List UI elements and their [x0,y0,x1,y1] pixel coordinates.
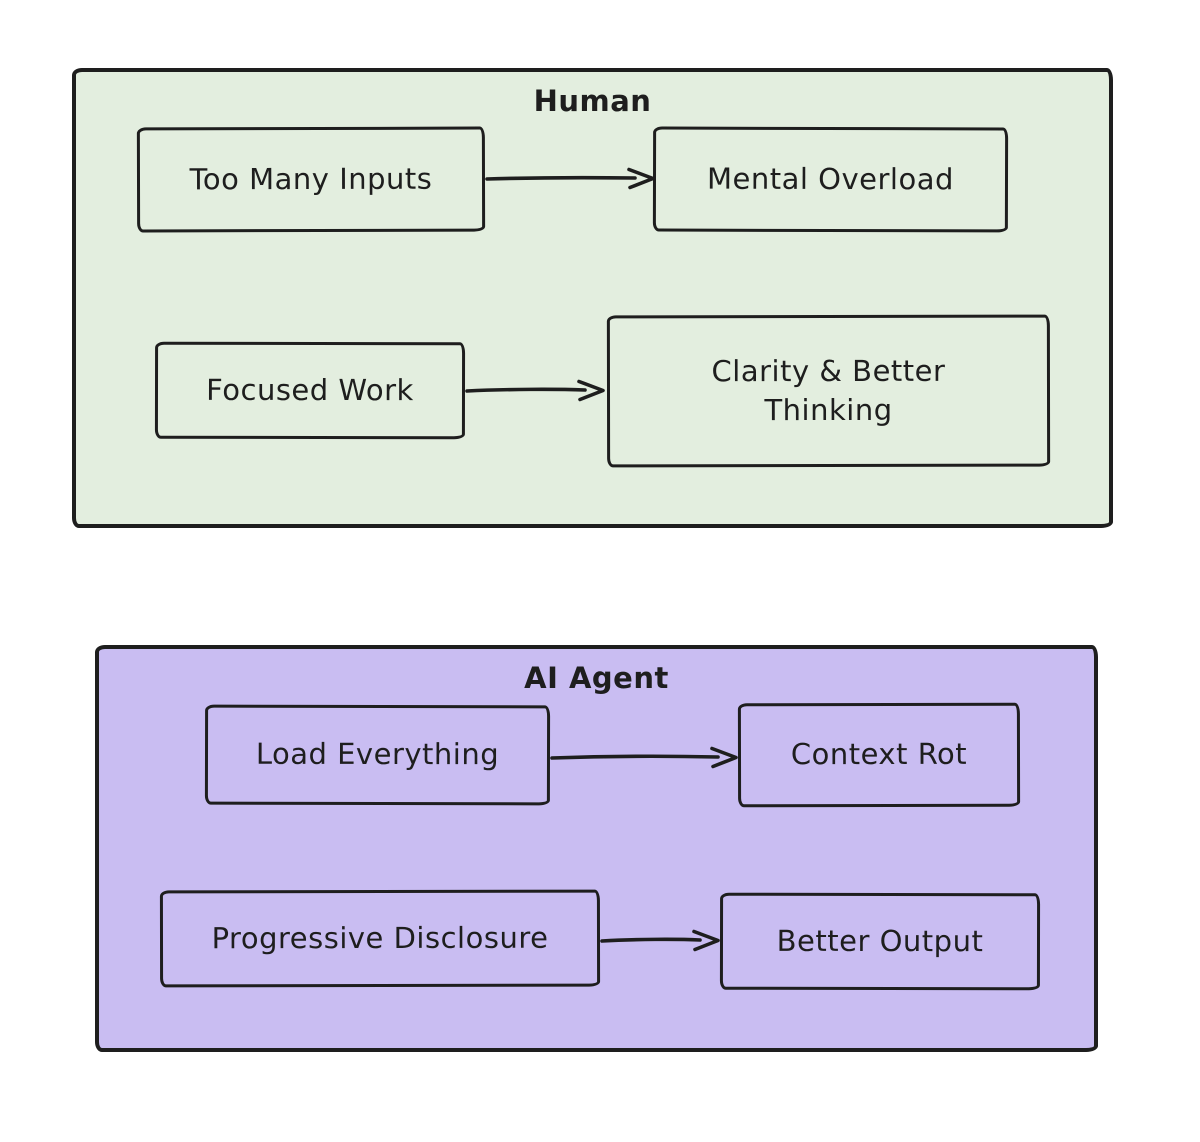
node-mental-overload-label: Mental Overload [707,161,954,197]
section-ai-agent-title: AI Agent [524,661,669,695]
node-load-everything-label: Load Everything [255,737,500,772]
node-progressive-disclosure-label: Progressive Disclosure [211,920,549,956]
node-clarity-better-thinking-label: Clarity & Better Thinking [711,353,946,428]
arrow-right-icon [600,929,720,952]
node-focused-work-label: Focused Work [206,372,414,408]
node-load-everything: Load Everything [204,704,551,806]
node-clarity-better-thinking: Clarity & Better Thinking [606,314,1051,468]
arrow-right-icon [550,746,738,769]
node-context-rot: Context Rot [737,702,1021,808]
node-mental-overload: Mental Overload [652,126,1009,233]
node-too-many-inputs-label: Too Many Inputs [189,161,433,197]
arrow-right-icon [485,167,655,190]
node-too-many-inputs: Too Many Inputs [136,126,486,233]
arrow-right-icon [465,379,605,402]
node-progressive-disclosure: Progressive Disclosure [159,889,601,988]
section-human-title: Human [533,84,652,118]
section-human: Human Too Many Inputs Mental Overload Fo… [72,68,1113,528]
node-focused-work: Focused Work [154,341,466,440]
node-better-output-label: Better Output [776,923,984,959]
section-ai-agent: AI Agent Load Everything Context Rot Pro… [95,645,1098,1052]
node-context-rot-label: Context Rot [790,737,968,772]
node-better-output: Better Output [719,892,1041,991]
